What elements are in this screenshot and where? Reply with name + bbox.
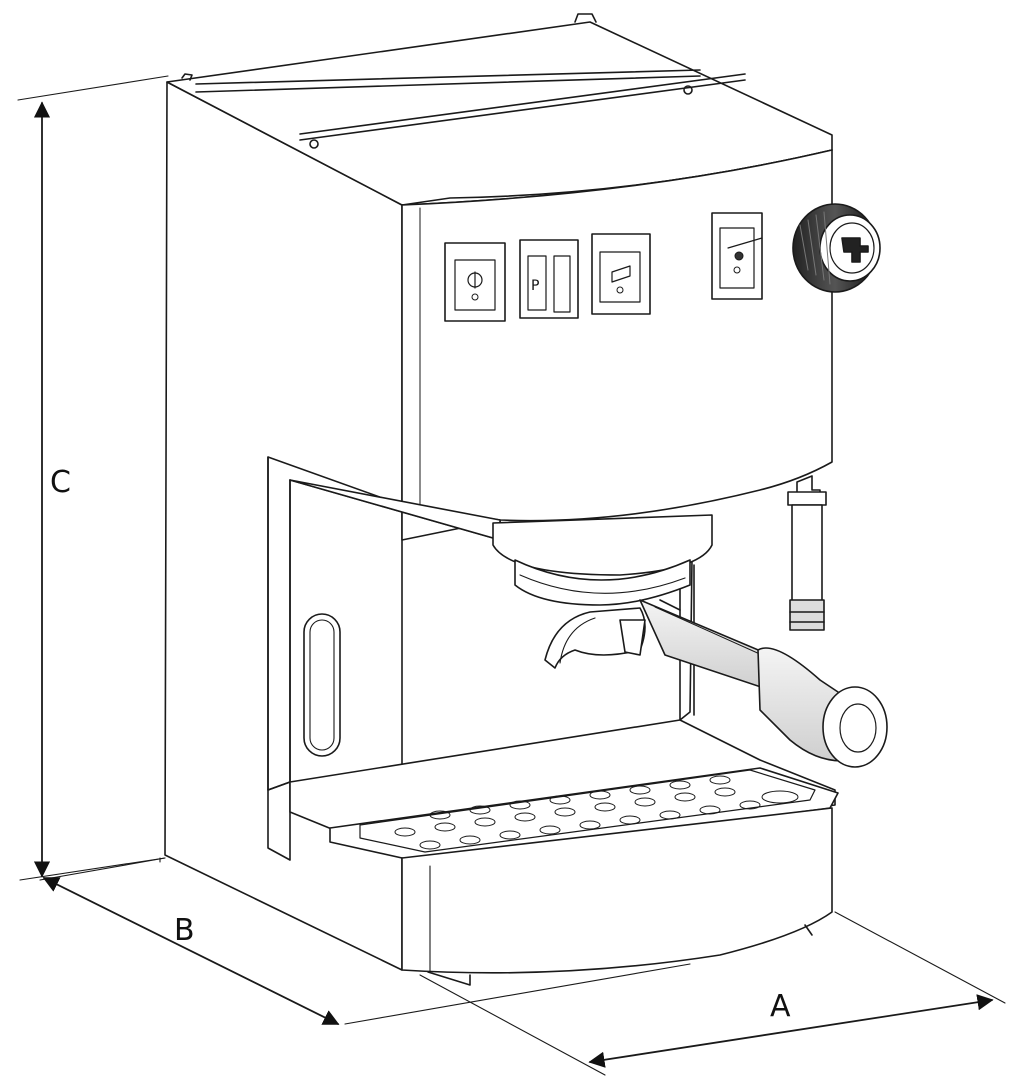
width-arrow (588, 994, 994, 1068)
portafilter (544, 599, 888, 768)
steam-knob-icon[interactable] (792, 203, 881, 293)
pump-switch-icon[interactable]: P (519, 239, 579, 319)
steam-switch-icon[interactable] (591, 233, 651, 315)
svg-text:P: P (531, 278, 539, 294)
dimension-label-c: C (50, 465, 71, 500)
front-panel (401, 149, 833, 522)
dimension-arrows (33, 101, 994, 1068)
drip-tray (329, 767, 839, 986)
steam-wand (787, 475, 827, 631)
power-switch-icon[interactable] (444, 242, 506, 322)
dimension-label-b: B (174, 913, 195, 948)
group-head (492, 514, 713, 606)
side-window (303, 613, 341, 757)
depth-arrow (42, 877, 340, 1025)
dimension-label-a: A (770, 989, 791, 1024)
indicator-light-icon (711, 212, 763, 300)
drip-tray-holes (394, 775, 799, 850)
